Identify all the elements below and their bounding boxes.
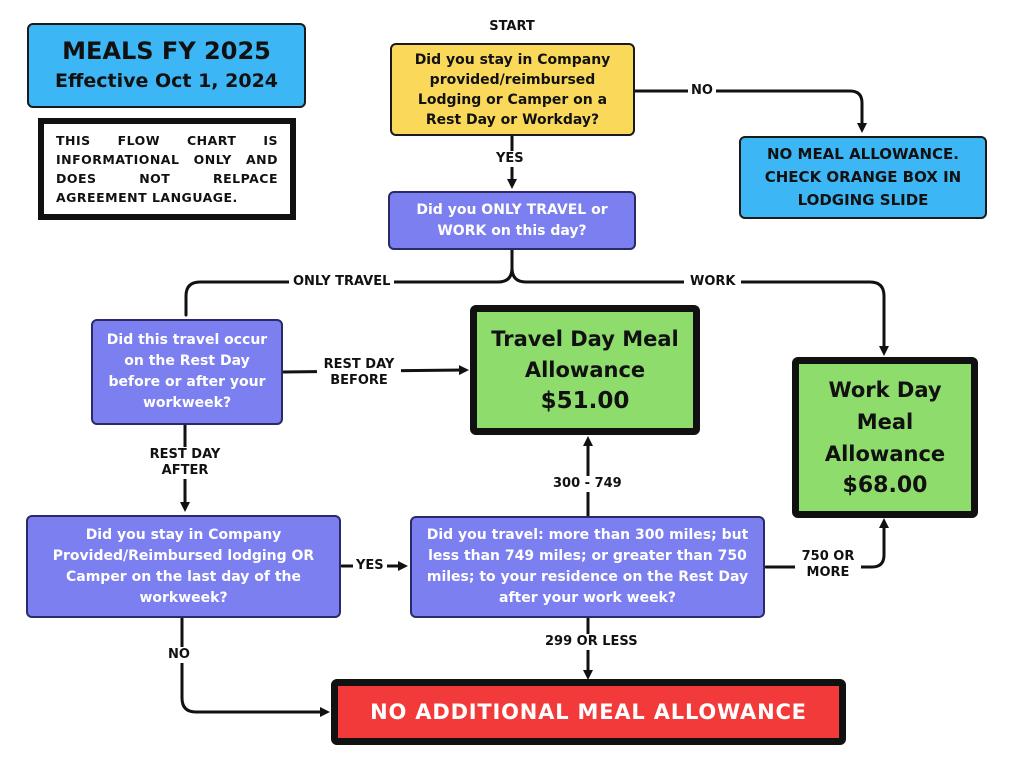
edge-label-only-travel: ONLY TRAVEL [289, 274, 395, 290]
no-additional-allowance-box: NO ADDITIONAL MEAL ALLOWANCE [331, 679, 846, 745]
edge-label-299-or-less: 299 OR LESS [541, 634, 642, 650]
work-day-allowance-box: Work Day Meal Allowance $68.00 [792, 357, 978, 518]
edge-label-yes-1: YES [493, 151, 527, 167]
travel-day-allowance-box: Travel Day Meal Allowance $51.00 [470, 305, 700, 435]
question-miles: Did you travel: more than 300 miles; but… [410, 516, 765, 618]
question-rest-day-text: Did this travel occur on the Rest Day be… [106, 332, 268, 411]
question-last-day: Did you stay in Company Provided/Reimbur… [26, 515, 341, 618]
edge-label-rest-day-after: REST DAY AFTER [141, 447, 229, 479]
edge-no-1 [632, 89, 867, 133]
question-travel-or-work-text: Did you ONLY TRAVEL or WORK on this day? [416, 201, 608, 239]
title-box: MEALS FY 2025 Effective Oct 1, 2024 [27, 23, 306, 108]
question-last-day-text: Did you stay in Company Provided/Reimbur… [52, 526, 315, 606]
disclaimer-box: THIS FLOW CHART IS INFORMATIONAL ONLY AN… [38, 118, 296, 220]
edge-label-300-749: 300 - 749 [549, 476, 626, 492]
work-day-amount: $68.00 [842, 472, 928, 498]
travel-day-line1: Travel Day Meal [491, 326, 679, 351]
edge-label-yes-2: YES [353, 558, 387, 574]
work-day-line2: Meal [856, 409, 914, 434]
edge-label-rest-day-before: REST DAY BEFORE [317, 357, 401, 389]
edge-work [510, 266, 889, 356]
edge-label-no-1: NO [688, 83, 716, 99]
edge-no-2 [180, 616, 330, 717]
question-travel-or-work: Did you ONLY TRAVEL or WORK on this day? [388, 191, 636, 250]
question-lodging: Did you stay in Company provided/reimbur… [390, 43, 635, 136]
work-day-line3: Allowance [824, 441, 946, 466]
question-lodging-text: Did you stay in Company provided/reimbur… [414, 51, 611, 128]
travel-day-line2: Allowance [524, 357, 646, 382]
start-label: START [481, 19, 543, 35]
edge-label-750-or-more: 750 OR MORE [795, 549, 861, 581]
title-heading: MEALS FY 2025 [62, 36, 271, 65]
no-additional-allowance-text: NO ADDITIONAL MEAL ALLOWANCE [370, 700, 807, 724]
work-day-line1: Work Day [828, 377, 942, 402]
edge-label-work: WORK [684, 274, 742, 290]
disclaimer-text: THIS FLOW CHART IS INFORMATIONAL ONLY AN… [56, 133, 278, 205]
no-meal-allowance-text: NO MEAL ALLOWANCE. CHECK ORANGE BOX IN L… [764, 145, 962, 209]
no-meal-allowance-box: NO MEAL ALLOWANCE. CHECK ORANGE BOX IN L… [739, 136, 987, 219]
question-miles-text: Did you travel: more than 300 miles; but… [426, 527, 749, 606]
edge-750 [764, 518, 889, 569]
title-effective-date: Effective Oct 1, 2024 [54, 69, 279, 92]
edge-label-no-2: NO [165, 647, 193, 663]
travel-day-amount: $51.00 [540, 387, 630, 414]
question-rest-day: Did this travel occur on the Rest Day be… [91, 319, 283, 425]
